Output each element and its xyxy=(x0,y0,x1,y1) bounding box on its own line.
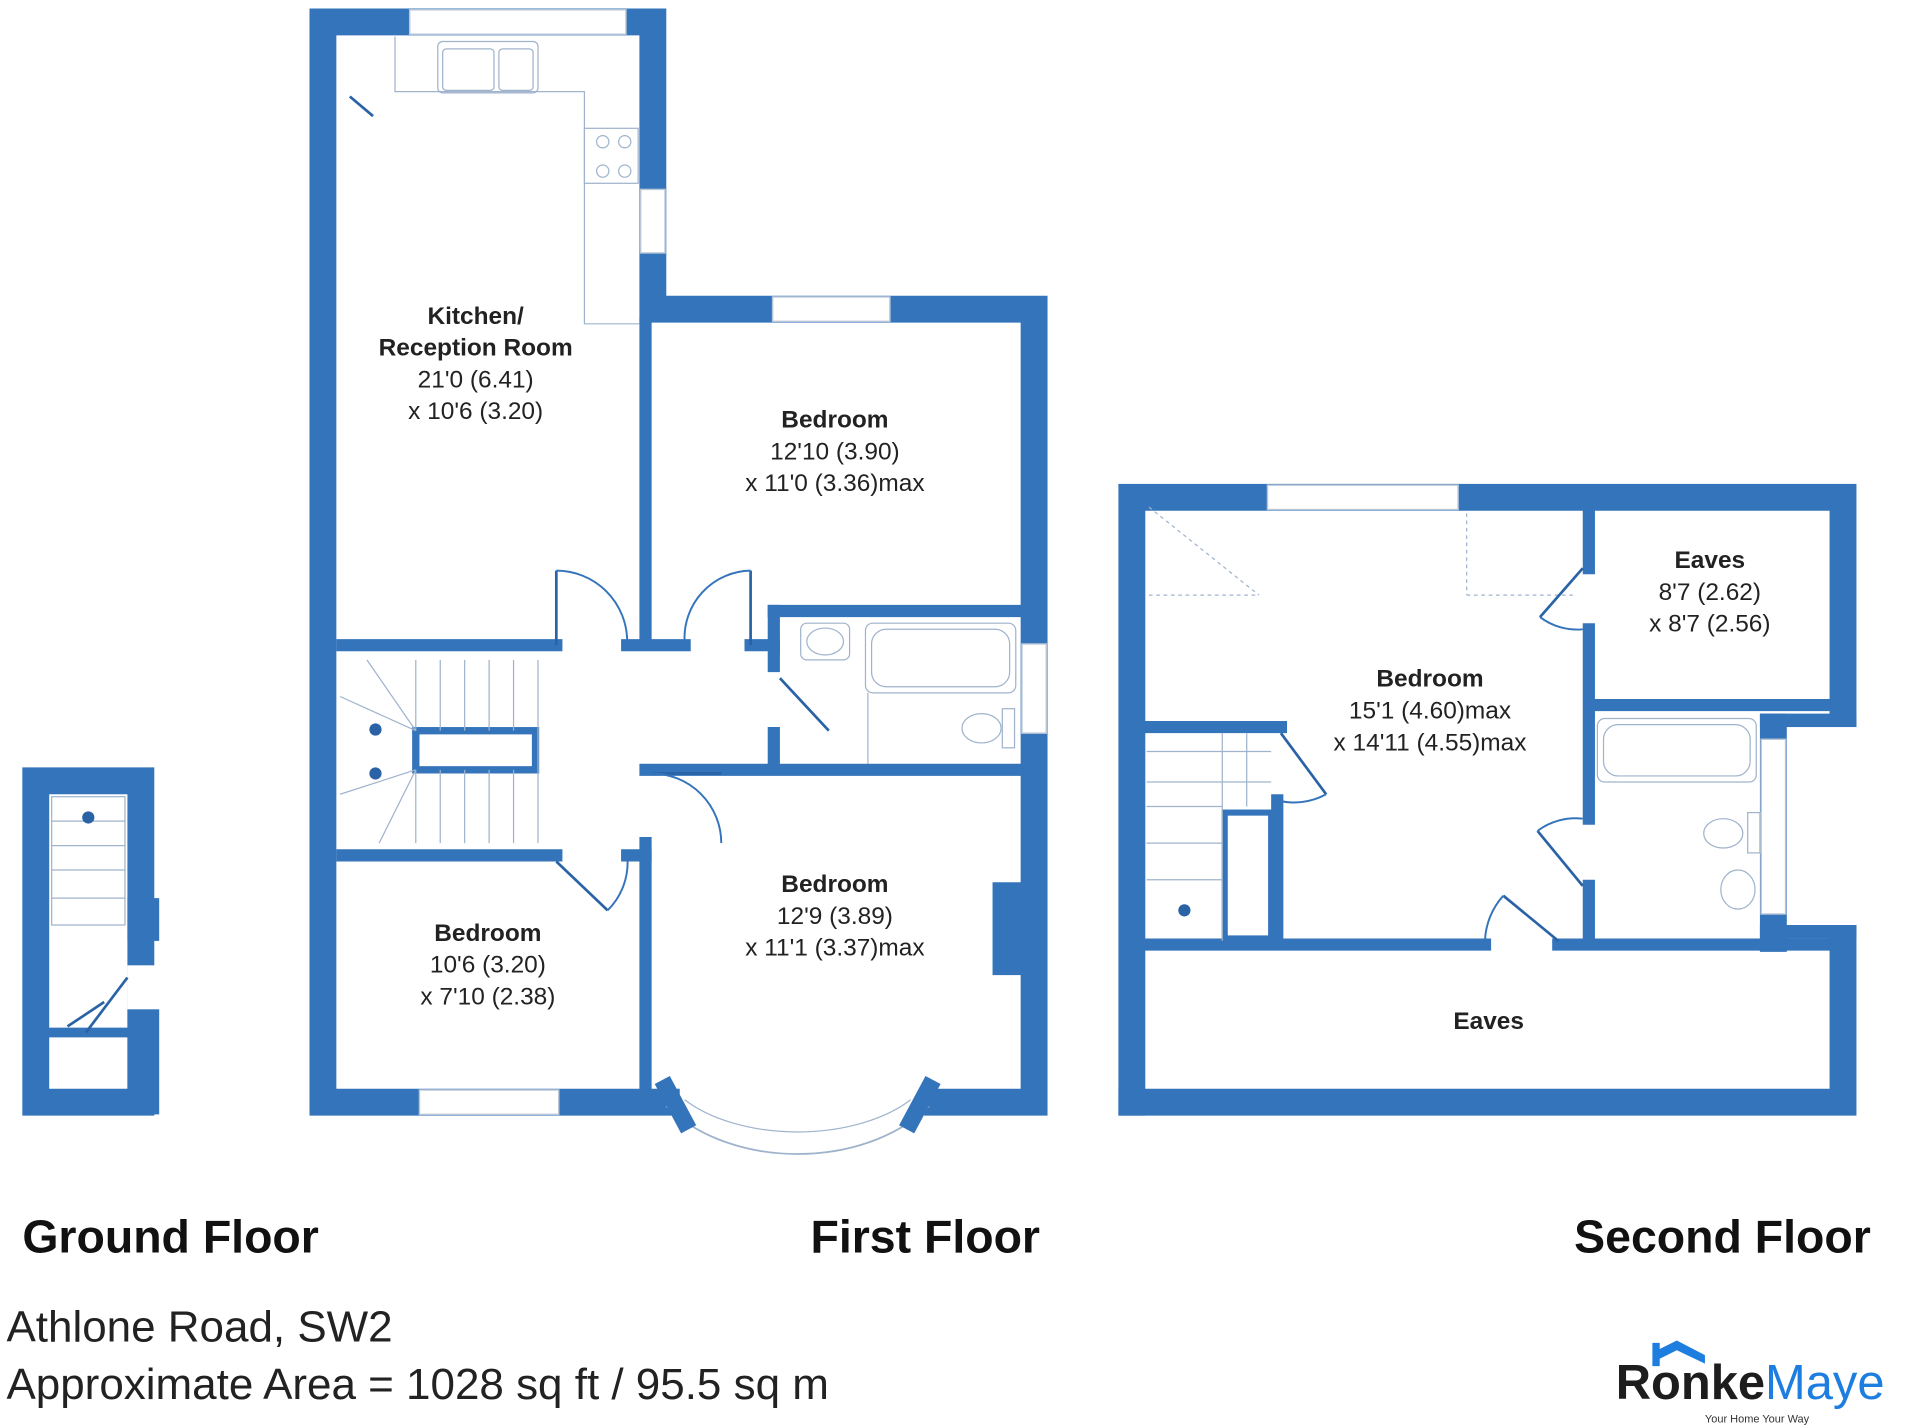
window xyxy=(1760,738,1787,915)
bathroom-fittings xyxy=(800,622,1017,764)
kitchen-units xyxy=(394,36,640,325)
room-name: Eaves xyxy=(1675,547,1746,574)
room-dimensions: 21'0 (6.41) xyxy=(418,366,534,393)
room-dimensions: x 11'0 (3.36)max xyxy=(745,470,924,497)
room-name: Eaves xyxy=(1453,1008,1524,1035)
house-roof-icon xyxy=(1652,1340,1705,1367)
room-dimensions: 8'7 (2.62) xyxy=(1659,579,1761,606)
first-floor-plan xyxy=(309,8,1048,1155)
room-name: Kitchen/ xyxy=(427,303,524,330)
room-dimensions: 12'10 (3.90) xyxy=(770,438,900,465)
room-dimensions: 15'1 (4.60)max xyxy=(1349,697,1511,724)
room-name: Bedroom xyxy=(781,407,888,434)
approximate-area: Approximate Area = 1028 sq ft / 95.5 sq … xyxy=(6,1360,828,1409)
floor-label-second: Second Floor xyxy=(1574,1210,1871,1262)
room-name: Reception Room xyxy=(379,335,573,362)
room-name: Bedroom xyxy=(781,871,888,898)
room-dimensions: 12'9 (3.89) xyxy=(777,903,893,930)
room-name: Bedroom xyxy=(1376,666,1483,693)
ground-floor-plan xyxy=(22,767,165,1116)
logo-wordmark: RonkeMaye xyxy=(1616,1356,1885,1410)
stair-marker-icon xyxy=(82,811,95,824)
logo-tagline: Your Home Your Way xyxy=(1705,1413,1810,1425)
room-dimensions: x 7'10 (2.38) xyxy=(420,983,555,1010)
doors xyxy=(554,569,830,912)
stairs xyxy=(339,659,540,844)
window xyxy=(771,296,891,323)
floor-label-ground: Ground Floor xyxy=(22,1210,319,1262)
window xyxy=(639,188,666,254)
chimney-breast xyxy=(992,882,1022,976)
second-floor-plan xyxy=(1118,483,1857,1116)
window xyxy=(418,1089,560,1116)
logo-text-maye: Maye xyxy=(1765,1356,1884,1410)
window xyxy=(1266,484,1459,511)
door xyxy=(84,976,129,1034)
doors xyxy=(1277,567,1584,942)
room-dimensions: 10'6 (3.20) xyxy=(430,952,546,979)
room-name: Bedroom xyxy=(434,920,541,947)
logo-text-ronke: Ronke xyxy=(1616,1356,1765,1410)
property-address: Athlone Road, SW2 xyxy=(6,1303,392,1352)
room-dimensions: x 10'6 (3.20) xyxy=(408,398,543,425)
stairs xyxy=(1146,506,1577,941)
room-dimensions: x 11'1 (3.37)max xyxy=(745,935,924,962)
bathroom-fittings xyxy=(1596,717,1761,910)
floor-label-first: First Floor xyxy=(810,1210,1040,1262)
window xyxy=(408,9,627,35)
room-dimensions: x 14'11 (4.55)max xyxy=(1334,729,1527,756)
window xyxy=(1021,643,1048,734)
ronke-maye-logo: RonkeMaye Your Home Your Way xyxy=(1616,1340,1885,1425)
room-dimensions: x 8'7 (2.56) xyxy=(1649,611,1770,638)
